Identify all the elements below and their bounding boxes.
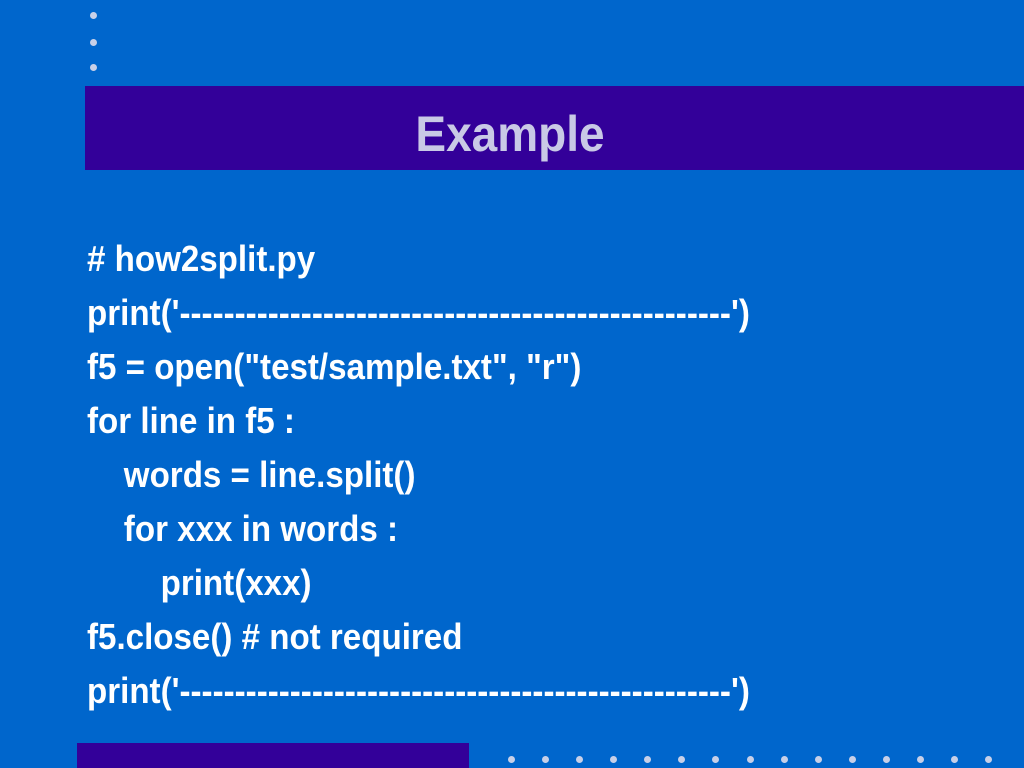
code-line: f5.close() # not required [87, 616, 463, 657]
decorative-dot [678, 756, 685, 763]
code-line: print('---------------------------------… [87, 292, 750, 333]
decorative-dot [610, 756, 617, 763]
decorative-dot [644, 756, 651, 763]
decorative-dot [747, 756, 754, 763]
decorative-dot [542, 756, 549, 763]
code-line: for line in f5 : [87, 400, 295, 441]
decorative-dot [576, 756, 583, 763]
code-line: for xxx in words : [87, 508, 399, 549]
footer-bar [77, 743, 469, 768]
decorative-dot [90, 39, 97, 46]
decorative-dot [815, 756, 822, 763]
decorative-dot [985, 756, 992, 763]
code-line: words = line.split() [87, 454, 416, 495]
code-line: print(xxx) [87, 562, 312, 603]
slide-title: Example [415, 106, 605, 162]
decorative-dot [781, 756, 788, 763]
decorative-dot [849, 756, 856, 763]
code-block: # how2split.py print('------------------… [87, 232, 987, 718]
decorative-dot [917, 756, 924, 763]
decorative-dot [508, 756, 515, 763]
decorative-dot [90, 64, 97, 71]
decorative-dot [90, 12, 97, 19]
code-line: f5 = open("test/sample.txt", "r") [87, 346, 582, 387]
decorative-dot [712, 756, 719, 763]
decorative-dot [883, 756, 890, 763]
decorative-dot [951, 756, 958, 763]
code-line: print('---------------------------------… [87, 670, 750, 711]
code-line: # how2split.py [87, 238, 316, 279]
title-bar: Example [85, 86, 1024, 170]
